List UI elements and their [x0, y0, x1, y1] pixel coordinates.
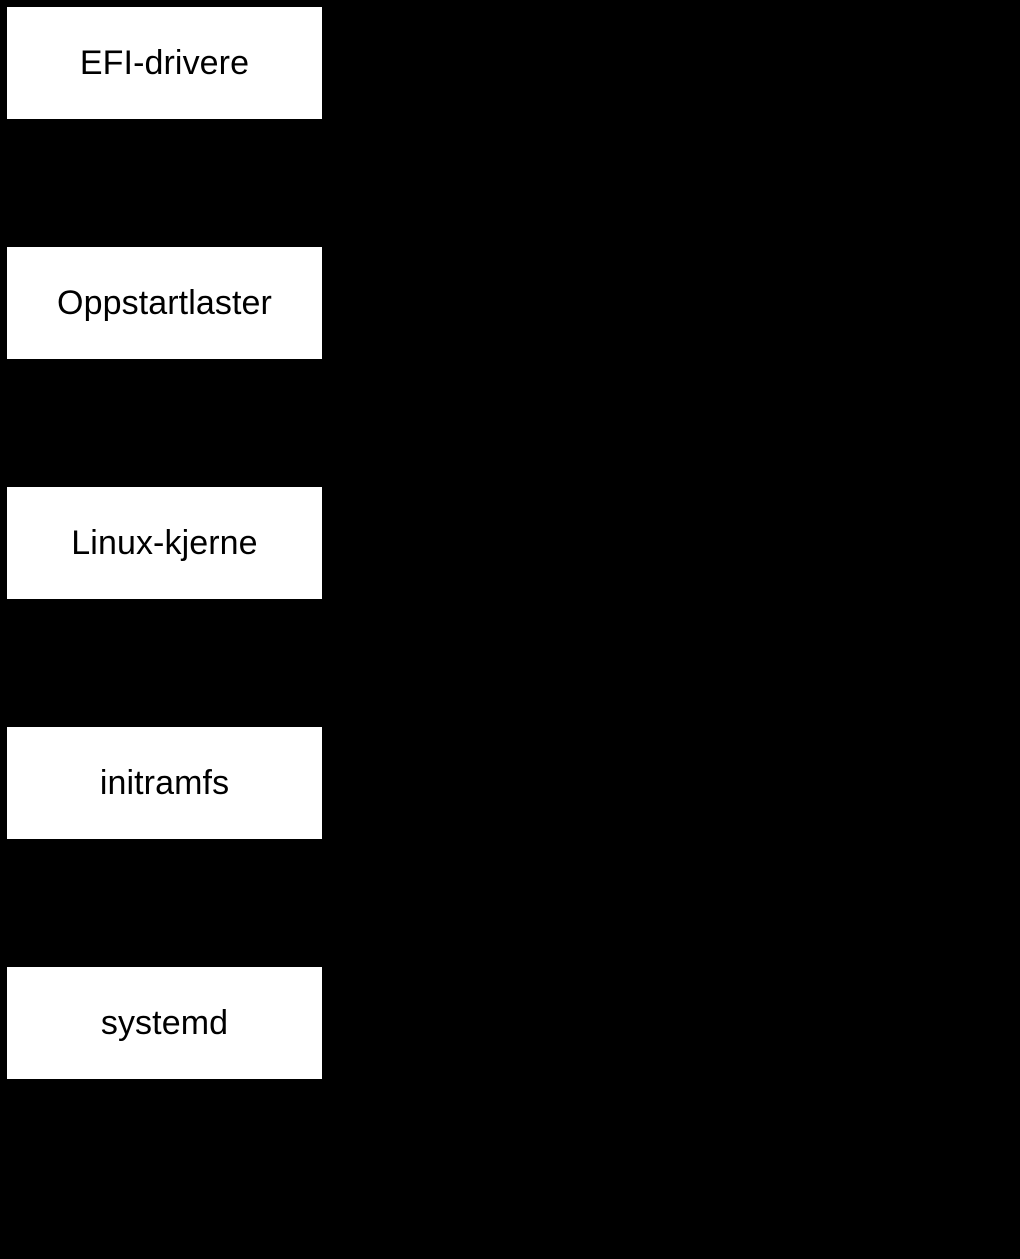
diagram-node-systemd[interactable]: systemd [7, 967, 322, 1079]
diagram-node-label: Linux-kjerne [71, 524, 258, 562]
diagram-node-label: initramfs [99, 764, 230, 802]
diagram-node-label: EFI-drivere [79, 44, 250, 82]
diagram-node-label: Oppstartlaster [57, 284, 272, 322]
diagram-node-efi-drivere[interactable]: EFI-drivere [7, 7, 322, 119]
diagram-node-linux-kjerne[interactable]: Linux-kjerne [7, 487, 322, 599]
diagram-node-oppstartlaster[interactable]: Oppstartlaster [7, 247, 322, 359]
diagram-node-initramfs[interactable]: initramfs [7, 727, 322, 839]
diagram-node-label: systemd [100, 1004, 229, 1042]
